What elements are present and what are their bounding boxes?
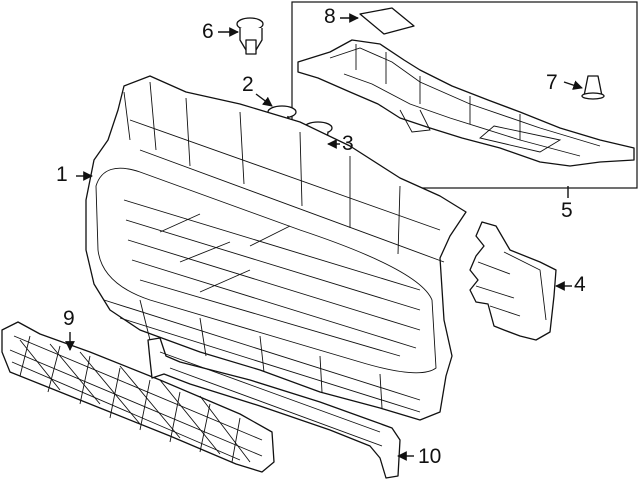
radiator-upper-shield xyxy=(297,39,635,167)
callout-8: 8 xyxy=(324,5,336,28)
leader-7 xyxy=(563,80,583,90)
callout-5: 5 xyxy=(561,199,573,222)
push-pin-7 xyxy=(581,75,605,100)
grille-frame xyxy=(85,75,467,421)
lower-grille xyxy=(1,321,275,473)
callout-1: 1 xyxy=(56,163,68,186)
seal-label xyxy=(359,7,415,35)
callout-2: 2 xyxy=(242,73,254,96)
callout-6: 6 xyxy=(202,20,214,43)
callout-9: 9 xyxy=(63,307,75,330)
leader-2 xyxy=(255,93,273,107)
clip-6 xyxy=(236,17,264,55)
side-bracket xyxy=(469,221,557,341)
callout-10: 10 xyxy=(418,445,442,468)
callout-3: 3 xyxy=(342,132,354,155)
callout-7: 7 xyxy=(546,71,558,94)
lower-support xyxy=(147,337,401,479)
upper-shield-inset xyxy=(291,1,638,189)
callout-4: 4 xyxy=(574,273,586,296)
